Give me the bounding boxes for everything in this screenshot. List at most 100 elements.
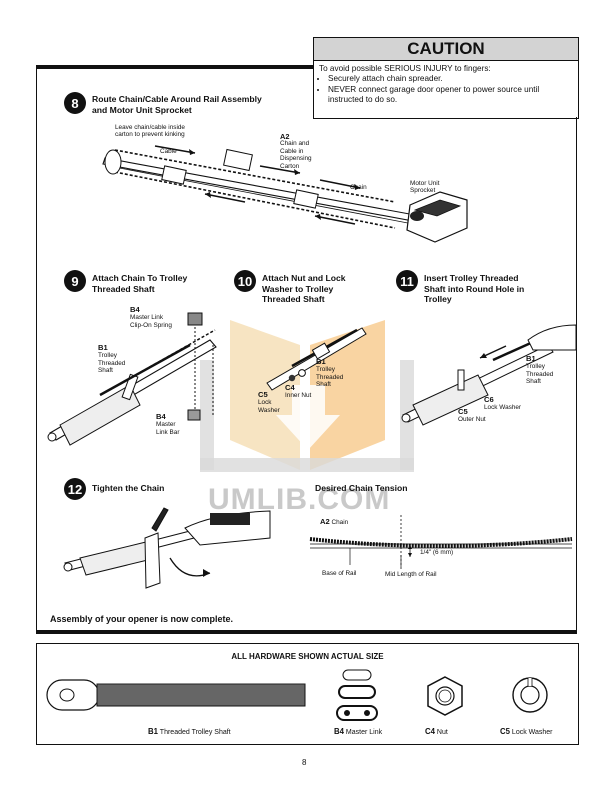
step-9-title: Attach Chain To Trolley Threaded Shaft [92,273,187,294]
step-10-title-line: Attach Nut and Lock [262,273,346,283]
label-line: carton to prevent kinking [115,131,185,139]
label-line: Threaded [526,370,554,378]
step-11-illustration [401,324,577,426]
top-rule [36,65,313,69]
part-label: Lock Washer [511,729,553,736]
part-code: B4 [334,727,344,736]
step-9-title-line: Threaded Shaft [92,283,155,294]
label-line: Master [156,421,176,429]
step-10-number: 10 [234,270,256,292]
right-frame-rule [576,117,577,633]
step-12-title: Tighten the Chain [92,483,165,493]
rail-assembly-illustration [102,145,468,243]
part-code: B1 [316,357,326,366]
caution-list: Securely attach chain spreader. NEVER co… [319,74,573,105]
part-code: C5 [258,390,268,399]
label-line: Clip-On Spring [130,321,172,329]
label-line: Leave chain/cable inside [115,124,185,131]
label-line: Threaded [316,373,344,381]
label-line: Link Bar [156,428,180,436]
part-code: B4 [130,305,140,314]
step-11-c6-label: C6 Lock Washer [484,396,521,412]
watermark-text: UMLIB.COM [208,483,391,516]
caution-intro: To avoid possible SERIOUS INJURY to fing… [319,64,491,73]
step-12-number: 12 [64,478,86,500]
label-line: Motor Unit [410,180,440,187]
label-line: Trolley [98,352,117,360]
label-line: Inner Nut [285,392,312,400]
step-11-number: 11 [396,270,418,292]
caution-body: To avoid possible SERIOUS INJURY to fing… [319,64,573,106]
tension-title: Desired Chain Tension [315,483,408,493]
tension-mid-label: Mid Length of Rail [385,571,437,578]
tension-base-label: Base of Rail [322,570,357,577]
hardware-caption-c5: C5 Lock Washer [500,727,553,736]
step-10-title: Attach Nut and Lock Washer to Trolley Th… [262,273,346,305]
part-code: C5 [458,407,468,416]
chain-tension-diagram [309,515,573,570]
part-label: Nut [436,729,448,736]
a2-code: A2 [280,132,290,141]
part-code: C6 [484,395,494,404]
step-12-illustration [63,507,271,589]
hardware-caption-b1: B1 Threaded Trolley Shaft [148,727,231,736]
part-code: B1 [148,727,158,736]
page-number: 8 [302,758,307,767]
tension-a2-label: A2 Chain [320,518,348,526]
step-11-title-line: Shaft into Round Hole in [424,283,525,294]
step-8-title-line: Route Chain/Cable Around Rail Assembly [92,94,262,104]
step-9-title-line: Attach Chain To Trolley [92,273,188,283]
label-line: Trolley [526,363,545,371]
caution-item: NEVER connect garage door opener to powe… [328,85,573,106]
part-label: Master Link [345,729,383,736]
part-code: C4 [425,727,435,736]
label-line: Lock Washer [484,404,522,412]
step-10-c4-label: C4 Inner Nut [285,384,311,400]
part-code: B1 [526,354,536,363]
step-8-number: 8 [64,92,86,114]
label-line: Chain [331,519,349,526]
label-line: Carton [280,162,300,170]
label-line: Cable in [280,147,304,155]
step-9-illustration [47,312,217,446]
part-code: C4 [285,383,295,392]
caution-title: CAUTION [314,38,578,61]
label-line: Sprocket [410,187,436,195]
step-9-number: 9 [64,270,86,292]
step-10-title-line: Washer to Trolley [262,283,334,294]
cable-label: Cable [160,148,177,155]
watermark-logo [200,320,414,472]
step-11-title: Insert Trolley Threaded Shaft into Round… [424,273,524,305]
step-8-title-line: and Motor Unit Sprocket [92,104,192,115]
step-11-title-line: Trolley [424,294,452,304]
motor-sprocket-label: Motor Unit Sprocket [410,180,439,195]
part-code: A2 [320,517,330,526]
label-line: Threaded [98,359,126,367]
label-line: Outer Nut [458,416,486,424]
step-10-b1-label: B1 Trolley Threaded Shaft [316,358,343,389]
caution-item: Securely attach chain spreader. [328,74,573,84]
step-9-b1-label: B1 Trolley Threaded Shaft [98,344,125,375]
step-8-title: Route Chain/Cable Around Rail Assembly a… [92,94,262,115]
hardware-title: ALL HARDWARE SHOWN ACTUAL SIZE [231,652,384,661]
part-code: B1 [98,343,108,352]
label-line: Shaft [316,381,331,389]
part-label: Threaded Trolley Shaft [159,729,231,736]
left-frame-rule [36,65,37,633]
label-line: Washer [258,406,280,414]
label-line: Shaft [98,367,113,375]
nut-icon [427,676,463,716]
step-9-b4-label: B4 Master Link Clip-On Spring [130,306,172,329]
threaded-trolley-shaft-icon [46,679,306,711]
part-code: C5 [500,727,510,736]
step-10-c5-label: C5 Lock Washer [258,391,280,414]
chain-label: Chain [350,184,367,191]
label-line: Master Link [130,314,164,322]
section-rule [36,630,577,634]
completion-text: Assembly of your opener is now complete. [50,614,234,624]
label-line: Lock [258,399,272,407]
label-line: Trolley [316,366,335,374]
step-10-illustration [266,327,367,391]
master-link-icon [336,669,378,721]
step-9-b4-bar-label: B4 Master Link Bar [156,413,179,436]
